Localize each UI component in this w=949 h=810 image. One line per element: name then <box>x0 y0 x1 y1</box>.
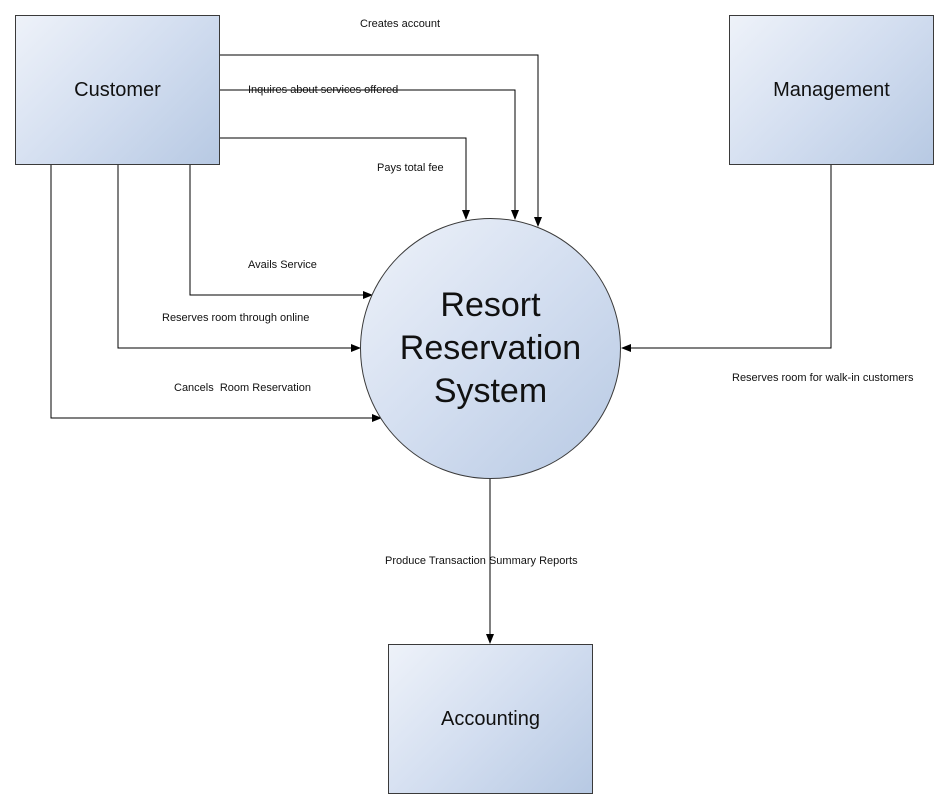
flow-line-reserves-online <box>117 165 361 352</box>
resort-reservation-system-process: Resort Reservation System <box>360 218 621 479</box>
flow-label-cancels-reservation: Cancels Room Reservation <box>174 382 311 394</box>
accounting-entity: Accounting <box>388 644 593 794</box>
flow-line-cancels-reservation <box>50 165 382 422</box>
flow-label-reserves-walk-in: Reserves room for walk-in customers <box>732 372 914 384</box>
flow-label-inquires-services: Inquires about services offered <box>248 84 399 96</box>
flow-line-avails-service <box>189 165 373 299</box>
accounting-label: Accounting <box>441 707 540 730</box>
process-title: Resort Reservation System <box>399 286 582 410</box>
management-entity: Management <box>729 15 934 165</box>
flow-label-avails-service: Avails Service <box>248 259 317 271</box>
customer-label: Customer <box>74 78 161 101</box>
flow-label-reserves-online: Reserves room through online <box>162 312 310 324</box>
flow-label-produce-reports: Produce Transaction Summary Reports <box>385 555 578 567</box>
flow-line-pays-total-fee <box>220 137 470 220</box>
customer-entity: Customer <box>15 15 220 165</box>
flow-line-creates-account <box>220 54 542 227</box>
flow-line-inquires-services <box>220 89 519 220</box>
flow-line-reserves-walk-in <box>621 165 832 352</box>
flow-label-pays-total-fee: Pays total fee <box>377 162 444 174</box>
management-label: Management <box>773 78 890 101</box>
flow-label-creates-account: Creates account <box>360 18 441 30</box>
